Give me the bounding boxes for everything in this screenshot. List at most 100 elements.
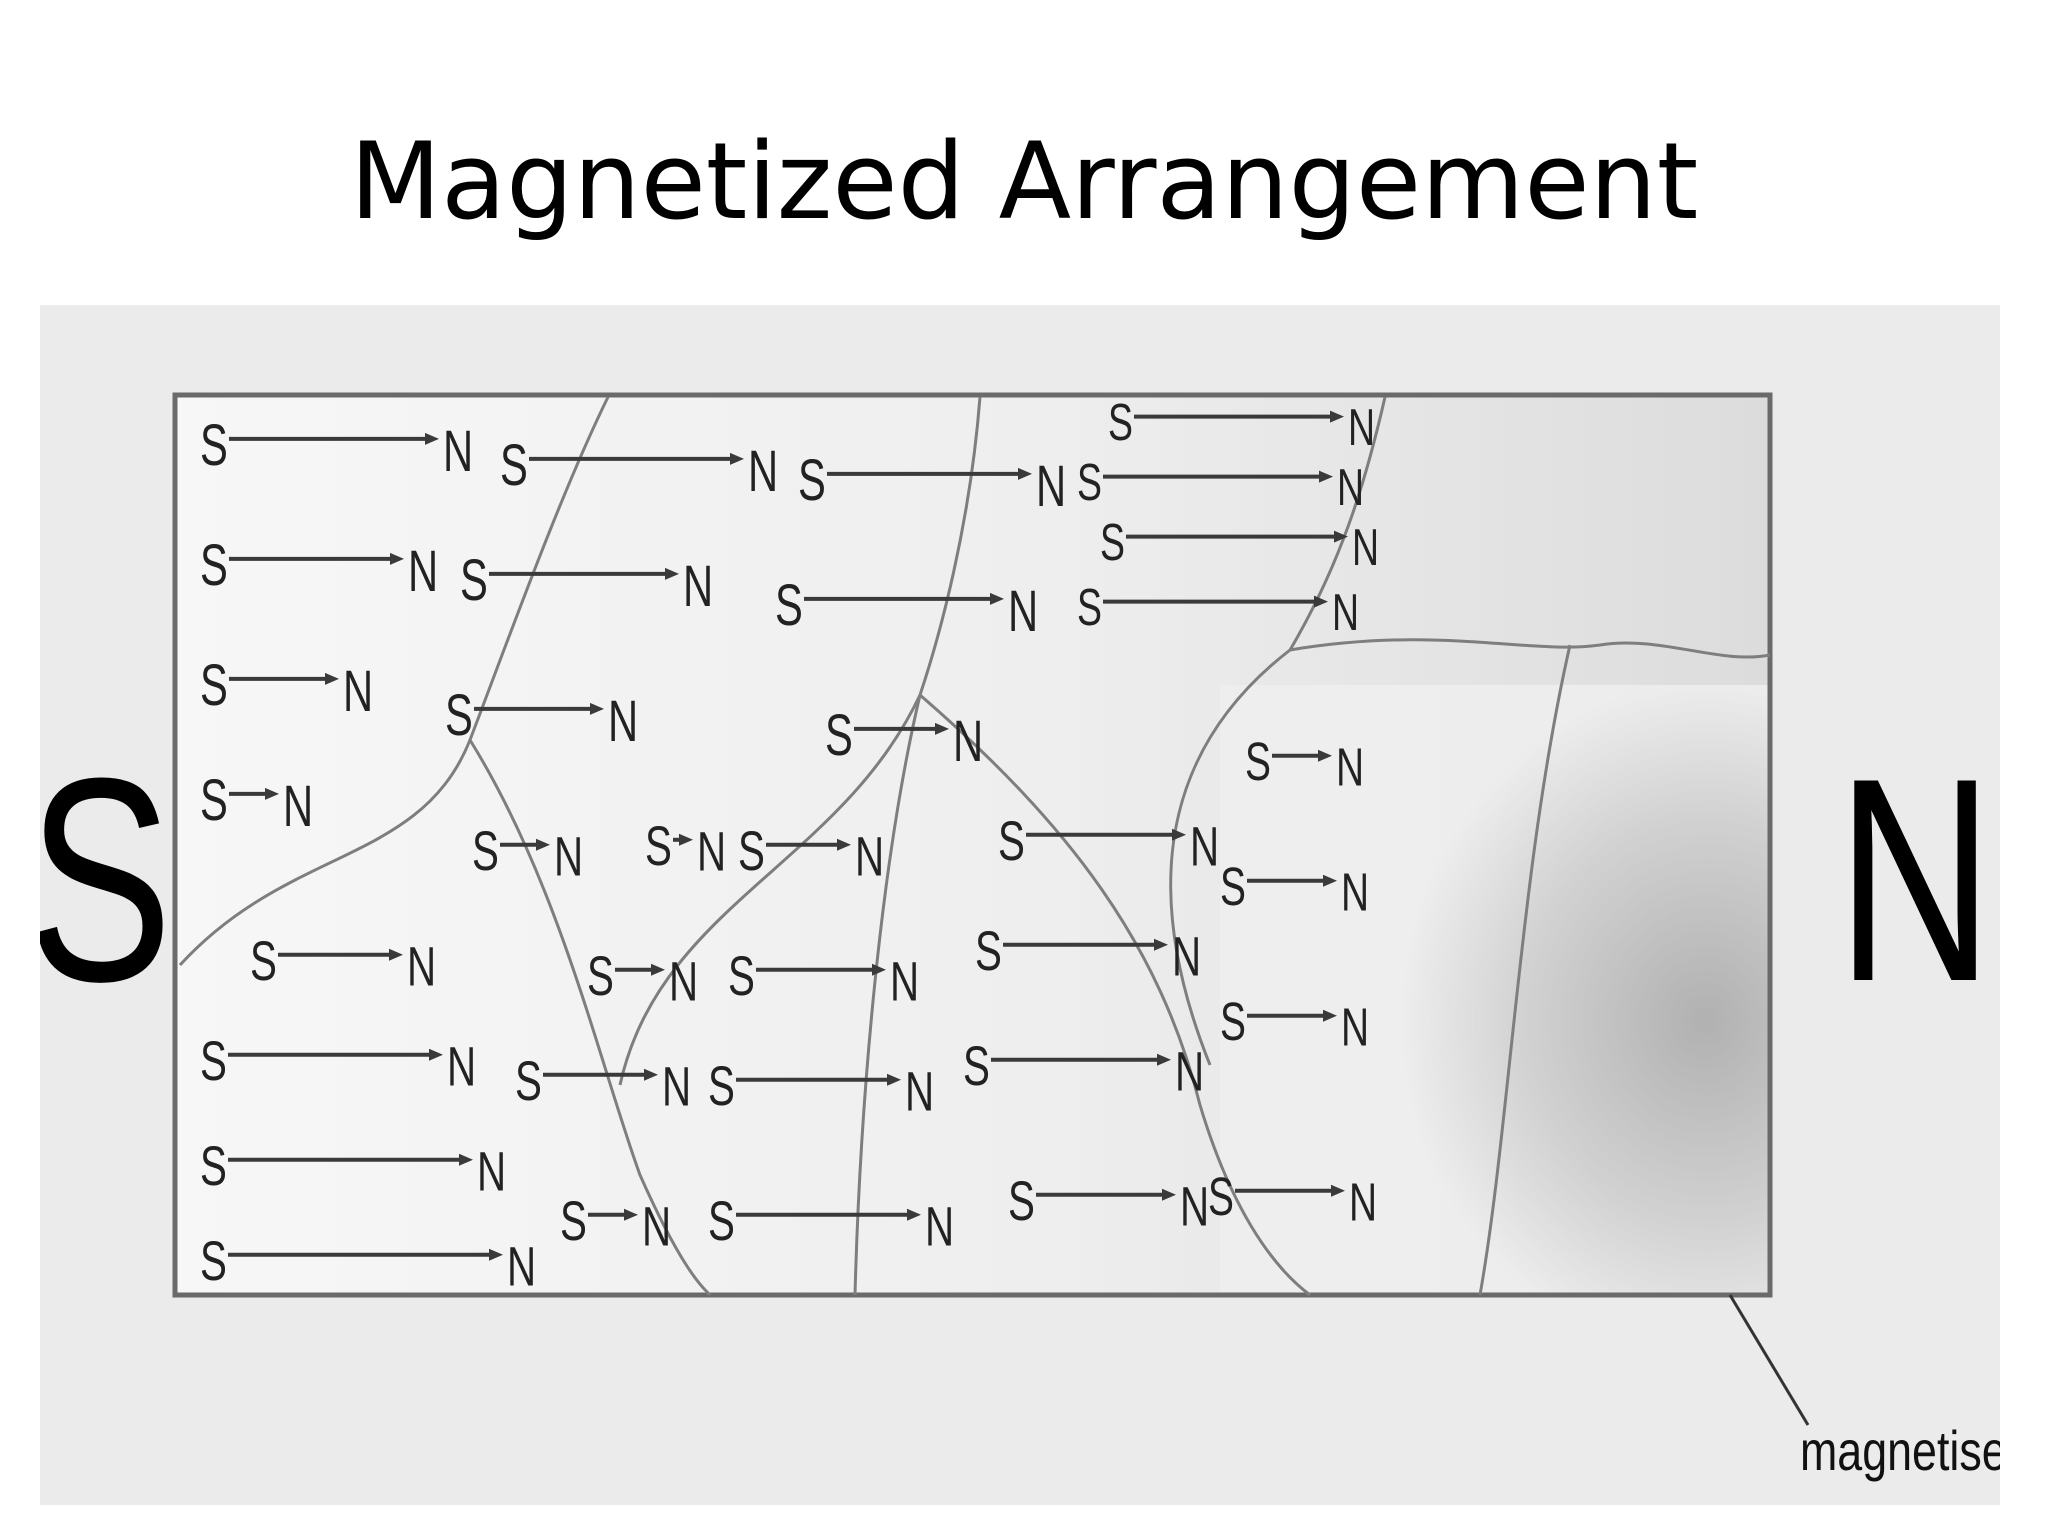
dipole-south-label: S	[963, 1036, 990, 1098]
dipole-north-label: N	[1336, 736, 1364, 797]
domain-boundary	[1478, 644, 1572, 1296]
dipole-south-label: S	[200, 1136, 227, 1198]
domain-boundary	[919, 693, 1311, 1297]
dipole-north-label: N	[343, 658, 373, 723]
domain-boundary	[1289, 638, 1771, 659]
dipole-arrowhead	[1318, 749, 1332, 762]
dipole-south-label: S	[1077, 453, 1102, 512]
dipole-arrowhead	[1154, 938, 1168, 951]
dipole-arrowhead	[887, 1073, 901, 1086]
dipole-arrowhead	[389, 948, 403, 961]
dipole-arrowhead	[429, 1048, 443, 1061]
dipole-north-label: N	[1175, 1041, 1204, 1103]
dipole-arrowhead	[1331, 1184, 1345, 1197]
dipole-arrowhead	[489, 1248, 503, 1261]
dipole-north-label: N	[608, 688, 638, 753]
slide-title: Magnetized Arrangement	[349, 120, 1699, 243]
dipole-north-label: N	[953, 708, 983, 773]
dipole-arrowhead	[1334, 530, 1348, 543]
domain-boundary	[468, 739, 712, 1297]
dipole-arrowhead	[1172, 828, 1186, 841]
dipole-south-label: S	[500, 432, 528, 497]
dipole-north-label: N	[855, 826, 884, 888]
dipole-north-label: N	[662, 1056, 691, 1118]
dipole-arrowhead	[1018, 467, 1032, 480]
dipole-south-label: S	[460, 547, 488, 612]
dipole-south-label: S	[708, 1056, 735, 1118]
dipole-south-label: S	[825, 702, 853, 767]
dipole-north-label: N	[1180, 1176, 1209, 1238]
dipole-south-label: S	[200, 1031, 227, 1093]
dipole-arrowhead	[1162, 1188, 1176, 1201]
iron-bar-outline	[172, 392, 1773, 1298]
dipole-north-label: N	[1341, 861, 1369, 922]
dipole-north-label: N	[1341, 996, 1369, 1057]
dipole-north-label: N	[1337, 458, 1364, 517]
dipole-north-label: N	[1348, 398, 1375, 457]
domain-boundaries	[178, 396, 1771, 1297]
dipole-arrowhead	[1323, 1009, 1337, 1022]
dipole-south-label: S	[1208, 1166, 1234, 1227]
dipole-arrowhead	[1323, 874, 1337, 887]
dipole-north-label: N	[1190, 816, 1219, 878]
dipole-arrowhead	[837, 838, 851, 851]
dipole-arrowhead	[1330, 410, 1344, 423]
magnet-pole-south-label: S	[40, 719, 173, 1043]
dipole-south-label: S	[738, 821, 765, 883]
dipole-north-label: N	[283, 773, 313, 838]
dipole-south-label: S	[1245, 731, 1271, 792]
dipole-south-label: S	[1220, 856, 1246, 917]
dipole-south-label: S	[1108, 393, 1133, 452]
dipole-north-label: N	[408, 538, 438, 603]
dipole-arrowhead	[990, 592, 1004, 605]
dipole-south-label: S	[775, 572, 803, 637]
dipole-south-label: S	[1220, 991, 1246, 1052]
dipole-north-label: N	[642, 1196, 671, 1258]
dipole-arrowhead	[651, 963, 665, 976]
dipole-south-label: S	[975, 921, 1002, 983]
dipole-north-label: N	[925, 1196, 954, 1258]
dipole-north-label: N	[1349, 1171, 1377, 1232]
dipole-south-label: S	[250, 931, 277, 993]
dipole-arrowhead	[536, 838, 550, 851]
dipole-south-label: S	[472, 821, 499, 883]
dipole-arrowhead	[1319, 470, 1333, 483]
domain-boundary	[853, 694, 922, 1296]
dipole-north-label: N	[554, 826, 583, 888]
magnetised-annotation: magnetised	[1800, 1419, 2000, 1482]
dipole-north-label: N	[447, 1036, 476, 1098]
dipole-arrowhead	[679, 833, 693, 846]
dipole-south-label: S	[645, 816, 672, 878]
dipole-north-label: N	[669, 951, 698, 1013]
dipole-south-label: S	[560, 1191, 587, 1253]
dipole-arrowhead	[644, 1068, 658, 1081]
dipole-north-label: N	[407, 936, 436, 998]
dipole-north-label: N	[1036, 453, 1066, 518]
dipole-north-label: N	[1008, 578, 1038, 643]
dipole-south-label: S	[798, 447, 826, 512]
dipole-south-label: S	[587, 946, 614, 1008]
domain-boundary	[1169, 396, 1387, 1066]
dipole-south-label: S	[200, 532, 228, 597]
dipole-arrowhead	[459, 1153, 473, 1166]
